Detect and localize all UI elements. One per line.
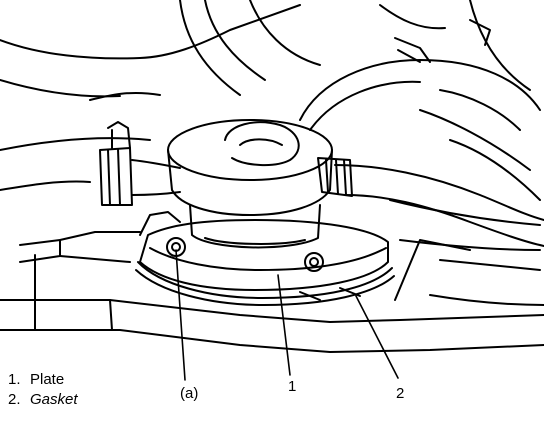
leader-a (175, 249, 186, 381)
valve-assembly (135, 119, 395, 306)
frame-rail (0, 231, 544, 353)
hose-left (99, 121, 181, 206)
leader-2 (355, 295, 399, 379)
legend-label: Plate (30, 371, 65, 388)
legend: 1. Plate 2. Gasket (8, 370, 78, 410)
legend-item-gasket: 2. Gasket (8, 390, 78, 410)
hose-right (317, 157, 544, 247)
legend-number: 2. (8, 391, 21, 408)
background-engine-parts (0, 0, 541, 271)
callout-a-label: (a) (180, 385, 198, 402)
legend-label: Gasket (30, 391, 78, 408)
callout-1-label: 1 (288, 378, 296, 395)
callout-leaders (175, 249, 399, 381)
legend-number: 1. (8, 371, 21, 388)
callout-2-label: 2 (396, 385, 404, 402)
leader-1 (277, 274, 291, 376)
legend-item-plate: 1. Plate (8, 370, 78, 390)
